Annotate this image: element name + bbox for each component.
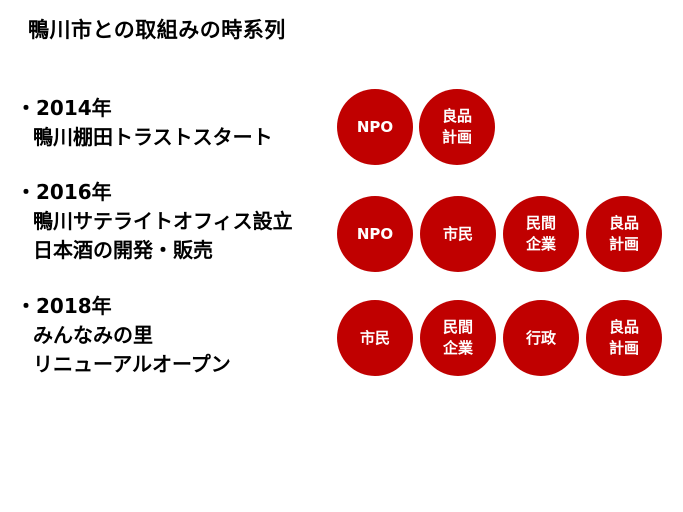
entry-item: 鴨川サテライトオフィス設立 [33,209,293,233]
timeline-entry-2018: ・2018年 みんなみの里 リニューアルオープン [16,292,231,379]
partner-badge-government: 行政 [503,300,579,376]
partner-label: 市民 [359,328,390,347]
entry-item: 日本酒の開発・販売 [33,238,213,262]
timeline-entry-2016: ・2016年 鴨川サテライトオフィス設立 日本酒の開発・販売 [16,178,293,265]
partner-label: NPO [356,224,394,243]
partner-badge-citizens: 市民 [337,300,413,376]
partner-label: 良品 計画 [608,214,639,253]
partner-badge-ryohin-keikaku: 良品 計画 [419,89,495,165]
partner-badge-npo: NPO [337,89,413,165]
partner-badge-npo: NPO [337,196,413,272]
entry-year: ・2014年 [16,96,112,120]
partner-badge-ryohin-keikaku: 良品 計画 [586,196,662,272]
partner-label: 行政 [525,328,556,347]
partner-label: 良品 計画 [441,107,472,146]
page-title: 鴨川市との取組みの時系列 [28,18,286,42]
partner-badge-private-company: 民間 企業 [503,196,579,272]
partner-label: NPO [356,117,394,136]
entry-year: ・2016年 [16,180,112,204]
timeline-entry-2014: ・2014年 鴨川棚田トラストスタート [16,94,273,152]
partner-badge-private-company: 民間 企業 [420,300,496,376]
entry-item: 鴨川棚田トラストスタート [33,125,273,149]
entry-item: みんなみの里 [33,323,153,347]
entry-item: リニューアルオープン [33,352,231,376]
entry-year: ・2018年 [16,294,112,318]
partner-label: 民間 企業 [525,214,556,253]
partner-label: 民間 企業 [442,318,473,357]
partner-label: 市民 [442,224,473,243]
partner-badge-ryohin-keikaku: 良品 計画 [586,300,662,376]
partner-badge-citizens: 市民 [420,196,496,272]
partner-label: 良品 計画 [608,318,639,357]
